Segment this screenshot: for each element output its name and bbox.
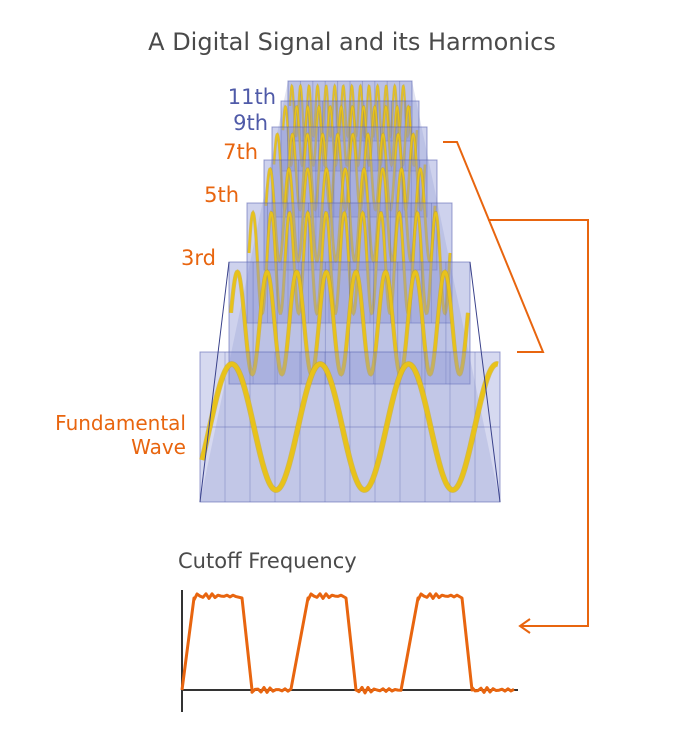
panel-fundamental	[199, 351, 501, 503]
wave-3rd	[248, 210, 451, 316]
harmonic-label-5th: 5th	[204, 183, 239, 207]
harmonic-label-3rd: 3rd	[181, 246, 216, 270]
cutoff-arrow-icon	[518, 618, 531, 634]
wave-11th	[289, 84, 411, 138]
cutoff-connector-line	[488, 219, 589, 627]
fundamental-label-line2: Wave	[131, 435, 186, 459]
harmonic-panels	[199, 80, 501, 503]
harmonic-label-11th: 11th	[228, 85, 276, 109]
wave-fundamental	[199, 361, 499, 493]
harmonic-label-9th: 9th	[233, 111, 268, 135]
perspective-edge-right	[469, 261, 501, 503]
cutoff-waveform	[180, 592, 515, 695]
diagram-title: A Digital Signal and its Harmonics	[148, 28, 556, 56]
harmonics-bracket	[443, 141, 545, 353]
fundamental-label-line1: Fundamental	[55, 411, 186, 435]
wave-9th	[282, 105, 418, 167]
cutoff-label: Cutoff Frequency	[178, 549, 357, 573]
wave-7th	[273, 133, 426, 211]
wave-5th	[265, 167, 436, 263]
perspective-edge-left	[199, 261, 230, 503]
harmonic-label-7th: 7th	[223, 140, 258, 164]
wave-3rd-front	[229, 269, 470, 377]
